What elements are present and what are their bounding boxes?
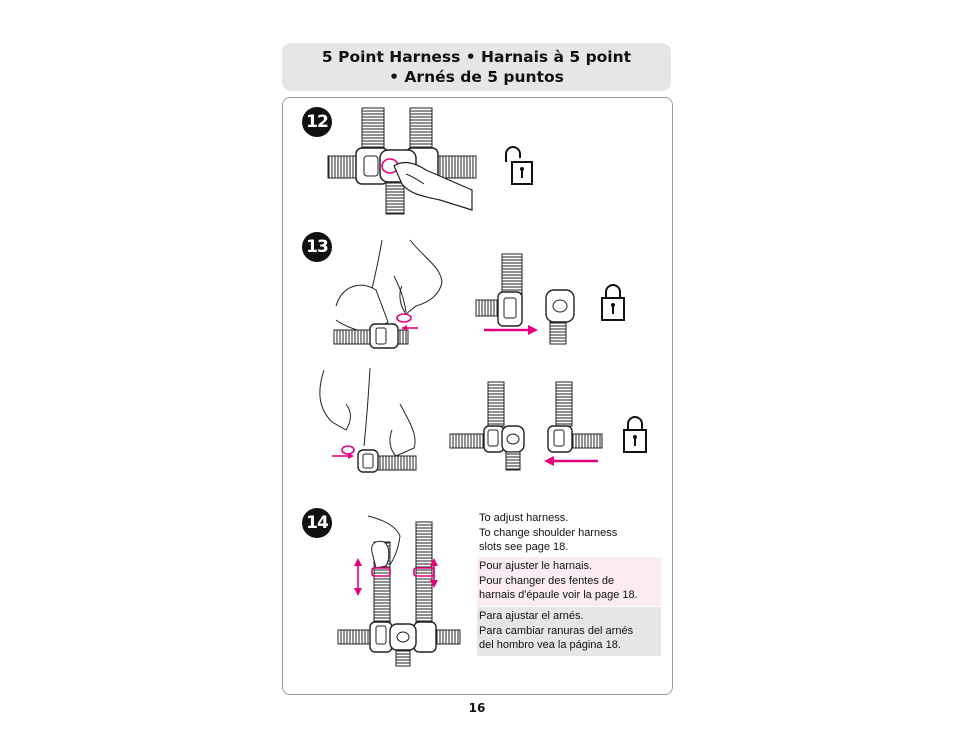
instructions-english: To adjust harness. To change shoulder ha… xyxy=(477,509,661,558)
instruction-es-line-2: Para cambiar ranuras del arnés xyxy=(479,624,634,637)
header-title-line-2: • Arnés de 5 puntos xyxy=(389,68,564,86)
step-12-badge: 12 xyxy=(302,107,332,137)
step-13-insert-tongue-illustration xyxy=(319,367,417,473)
step-12-unbuckle-illustration xyxy=(327,107,477,215)
instruction-es-line-1: Para ajustar el arnés. xyxy=(479,610,584,622)
instruction-fr-line-2: Pour changer des fentes de xyxy=(479,574,615,587)
step-14-badge: 14 xyxy=(302,508,332,538)
locked-padlock-icon-1 xyxy=(601,284,625,321)
instruction-es-line-3: del hombro vea la página 18. xyxy=(479,639,621,651)
locked-padlock-icon-2 xyxy=(623,416,647,453)
page-number: 16 xyxy=(468,701,486,715)
instruction-fr-line-3: harnais d'épaule voir la page 18. xyxy=(479,589,638,601)
instructions-spanish: Para ajustar el arnés. Para cambiar ranu… xyxy=(477,607,661,656)
step-14-adjust-harness-illustration xyxy=(337,515,461,667)
instruction-fr-line-1: Pour ajuster le harnais. xyxy=(479,560,593,572)
instruction-en-line-2: To change shoulder harness xyxy=(479,526,618,539)
instruction-en-line-1: To adjust harness. xyxy=(479,512,569,524)
instruction-en-line-3: slots see page 18. xyxy=(479,541,569,553)
section-header: 5 Point Harness • Harnais à 5 point • Ar… xyxy=(282,43,671,91)
instructions-french: Pour ajuster le harnais. Pour changer de… xyxy=(477,557,661,606)
header-title-line-1: 5 Point Harness • Harnais à 5 point xyxy=(321,48,632,66)
step-13-buckle-joined-illustration xyxy=(449,381,603,471)
unlocked-padlock-icon xyxy=(505,146,533,185)
step-13-press-buckle-illustration xyxy=(333,239,443,349)
step-13-badge: 13 xyxy=(302,232,332,262)
step-13-buckle-separated-illustration xyxy=(475,253,575,345)
